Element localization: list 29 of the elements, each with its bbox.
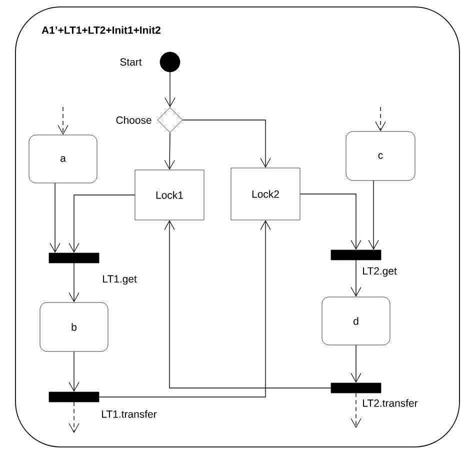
node-label: Start	[120, 58, 142, 66]
arrow	[164, 132, 175, 170]
process-box: Lock1	[134, 170, 204, 220]
arrow	[300, 194, 362, 250]
node-label: Choose	[116, 116, 152, 124]
node-label: LT2.get	[363, 267, 397, 277]
arrow	[164, 72, 176, 108]
process-box: Lock2	[230, 168, 300, 220]
arrow	[350, 344, 362, 383]
dashed-arrow	[68, 402, 80, 433]
node-label: LT2.transfer	[363, 399, 418, 407]
arrow	[368, 180, 379, 250]
arrow	[350, 260, 362, 297]
action-box: d	[322, 296, 390, 346]
arrow	[68, 194, 136, 253]
action-box: c	[346, 131, 416, 181]
action-box: b	[40, 302, 108, 352]
dashed-arrow	[58, 106, 68, 135]
node-label: LT1.transfer	[102, 410, 157, 418]
dashed-arrow	[375, 106, 386, 132]
arrow	[50, 182, 60, 253]
arrow	[98, 220, 271, 398]
arrow	[182, 120, 271, 168]
arrow	[68, 262, 80, 302]
action-box: a	[28, 134, 98, 184]
arrow	[68, 351, 80, 392]
arrow	[164, 220, 332, 388]
dashed-arrow	[350, 392, 362, 428]
node-label: LT1.get	[103, 275, 137, 285]
